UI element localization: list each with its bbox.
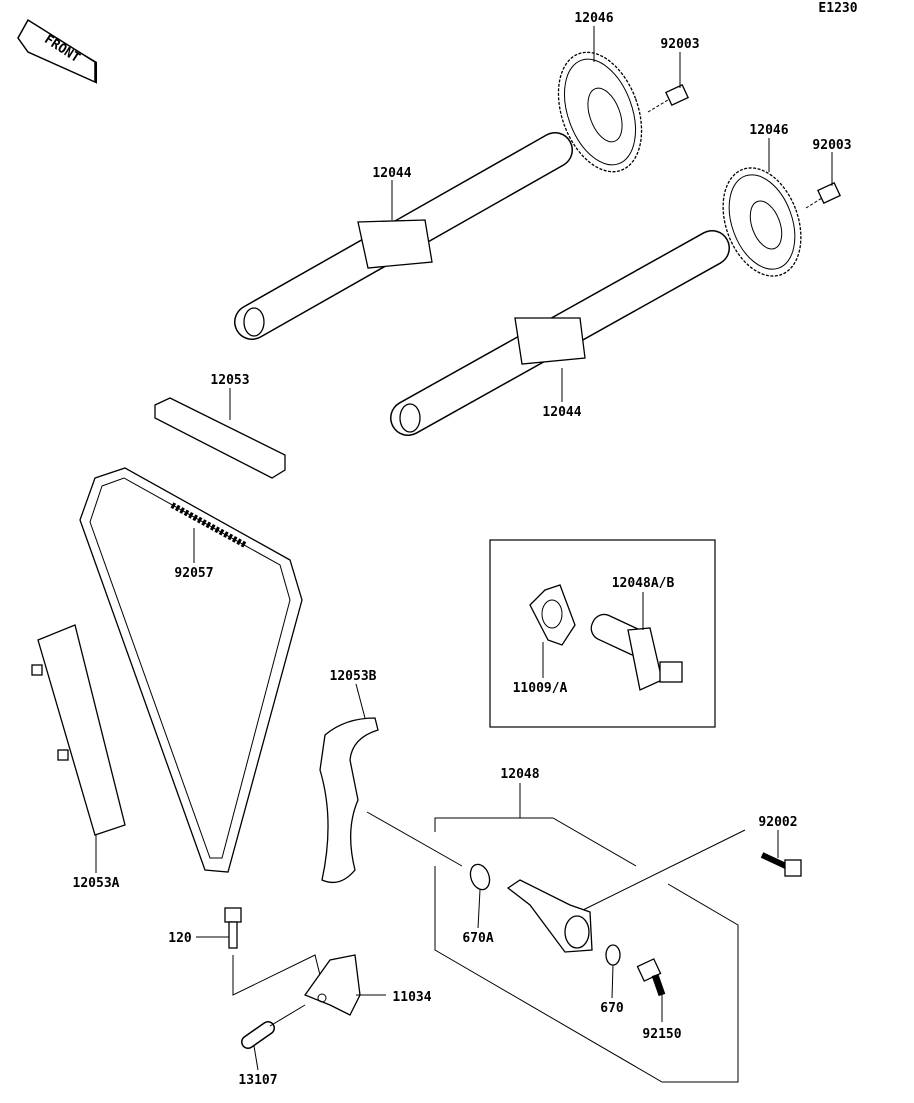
camshaft-lower (390, 230, 730, 436)
bolt-120 (224, 907, 242, 949)
camshaft-upper (234, 132, 573, 340)
label-670a: 670A (462, 931, 493, 946)
label-13107: 13107 (238, 1073, 277, 1088)
reference-line (366, 811, 463, 867)
label-12044-upper: 12044 (372, 166, 411, 181)
label-92150: 92150 (642, 1027, 681, 1042)
label-12053b: 12053B (330, 669, 377, 684)
gasket-11009a (529, 584, 576, 646)
chain-guide-12053 (154, 397, 286, 479)
cam-chain-92057 (79, 467, 303, 873)
label-11034: 11034 (392, 990, 431, 1005)
label-92057: 92057 (174, 566, 213, 581)
label-12053a: 12053A (73, 876, 120, 891)
bracket-12048-top (434, 817, 637, 867)
tensioner-12048ab (590, 613, 683, 691)
label-120: 120 (168, 931, 192, 946)
bolt-92002 (760, 852, 802, 877)
bolt-92003-lower (805, 181, 841, 209)
oring-670 (605, 944, 621, 966)
bracket-11034 (303, 954, 361, 1016)
label-12046-upper: 12046 (574, 11, 613, 26)
chain-guide-12053a (31, 624, 126, 836)
label-12048: 12048 (500, 767, 539, 782)
label-92003-upper: 92003 (660, 37, 699, 52)
label-92002: 92002 (758, 815, 797, 830)
label-12048ab: 12048A/B (612, 576, 675, 591)
sprocket-lower (722, 167, 802, 277)
bolt-92003-upper (647, 83, 689, 113)
leader-lines (95, 26, 833, 1071)
label-670: 670 (600, 1001, 624, 1016)
bolt-92150 (636, 958, 666, 997)
label-92003-lower: 92003 (812, 138, 851, 153)
sprocket-upper (557, 51, 643, 173)
diagram-code: E1230 (818, 1, 857, 16)
label-11009a: 11009/A (513, 681, 568, 696)
label-12046-lower: 12046 (749, 123, 788, 138)
label-12044-lower: 12044 (542, 405, 581, 420)
oring-670a (469, 863, 491, 891)
pin-13107 (241, 1004, 306, 1049)
tensioner-12048 (506, 879, 593, 953)
label-12053: 12053 (210, 373, 249, 388)
alternate-parts-box (489, 539, 716, 728)
chain-guide-12053b (319, 717, 379, 884)
bracket-12048-bottom (434, 866, 739, 1083)
front-arrow-icon: FRONT (17, 18, 97, 84)
